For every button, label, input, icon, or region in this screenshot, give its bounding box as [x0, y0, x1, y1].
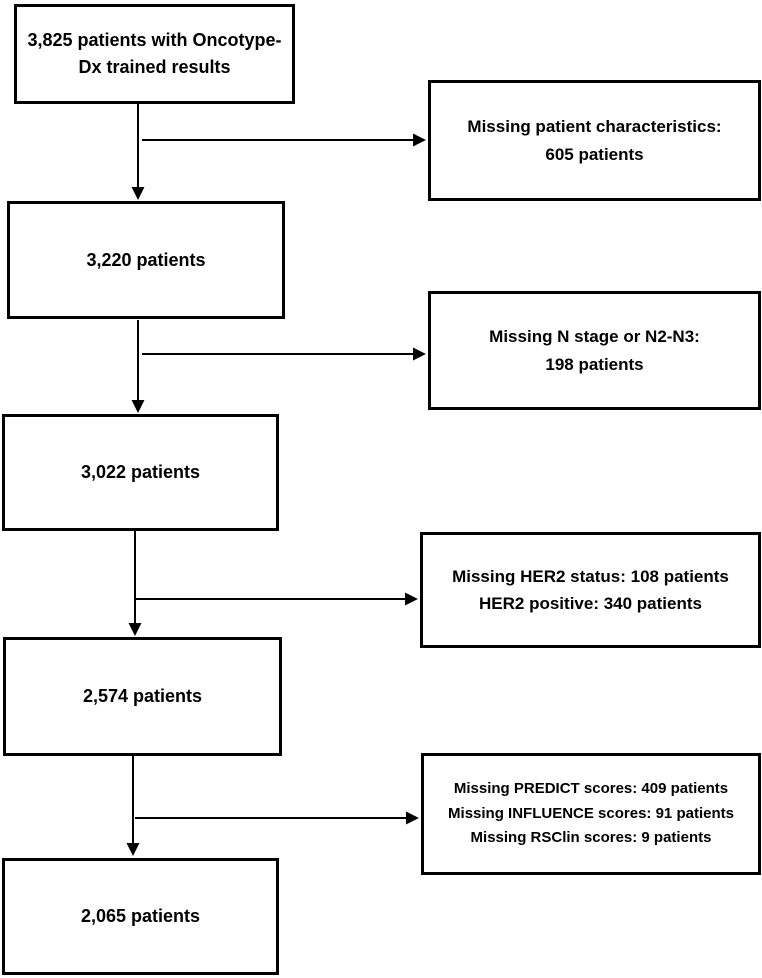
text-line: 605 patients — [545, 144, 644, 164]
text-line: Dx trained results — [78, 57, 231, 77]
text-line: Missing RSClin scores: 9 patients — [470, 829, 712, 847]
flow-box-after-her2-exclusion: 2,574 patients — [3, 637, 282, 756]
text-line: Missing N stage or N2-N3: — [489, 327, 700, 347]
flow-box-final-cohort: 2,065 patients — [2, 858, 279, 975]
flow-box-initial-cohort: 3,825 patients with Oncotype- Dx trained … — [14, 4, 295, 104]
exclusion-box-missing-characteristics: Missing patient characteristics: 605 pati… — [428, 80, 761, 201]
text-line: 198 patients — [545, 354, 644, 374]
text-line: 2,065 patients — [80, 906, 201, 926]
text-line: 3,220 patients — [86, 249, 206, 270]
text-line: Missing INFLUENCE scores: 91 patients — [448, 804, 734, 822]
text-line: 3,825 patients with Oncotype- — [27, 30, 282, 50]
text-line: Missing PREDICT scores: 409 patients — [453, 779, 729, 797]
text-line: 2,574 patients — [82, 686, 203, 706]
exclusion-box-missing-n-stage: Missing N stage or N2-N3: 198 patients — [428, 291, 761, 410]
flow-box-after-characteristics-exclusion: 3,220 patients — [7, 201, 285, 319]
text-line: Missing HER2 status: 108 patients — [452, 566, 729, 586]
text-line: 3,022 patients — [80, 462, 201, 482]
text-line: HER2 positive: 340 patients — [479, 594, 702, 613]
text-line: Missing patient characteristics: — [467, 117, 722, 137]
flow-box-after-n-stage-exclusion: 3,022 patients — [2, 414, 279, 531]
